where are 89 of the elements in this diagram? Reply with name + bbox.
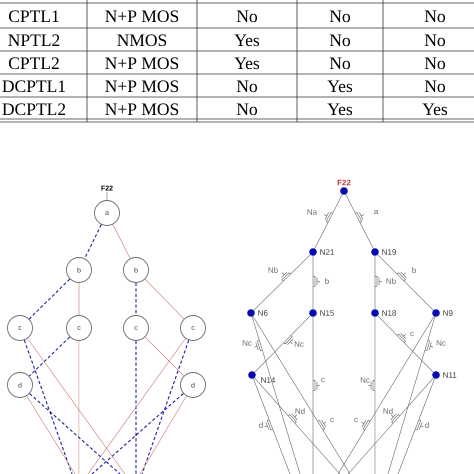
gate-label: Nc bbox=[242, 340, 252, 346]
table-cell: No bbox=[424, 58, 446, 70]
connector-line bbox=[374, 256, 376, 310]
gate-label: c bbox=[409, 331, 415, 337]
node-label: N18 bbox=[382, 310, 396, 316]
table-cell: Yes bbox=[327, 104, 352, 116]
gate-label: c bbox=[320, 377, 326, 383]
table-cell: CPTL1 bbox=[8, 10, 59, 22]
gate-label: b bbox=[411, 266, 417, 274]
connector-line bbox=[28, 278, 70, 320]
connector-line bbox=[140, 396, 187, 474]
table-cell: No bbox=[424, 34, 446, 46]
connector-line bbox=[28, 336, 70, 376]
table-cell: N+P MOS bbox=[105, 10, 178, 22]
node-label: N15 bbox=[320, 310, 334, 316]
table-cell: DCPTL2 bbox=[2, 103, 66, 116]
gate-label: Nc bbox=[294, 340, 304, 348]
connector-line bbox=[338, 316, 434, 474]
node-label: N21 bbox=[320, 249, 334, 255]
connector-line bbox=[106, 191, 108, 200]
connector-line bbox=[24, 340, 73, 474]
connector-line bbox=[112, 224, 130, 259]
connector-line bbox=[252, 316, 350, 474]
connector-line bbox=[378, 254, 434, 310]
gate-label: d bbox=[424, 421, 430, 429]
connector-line bbox=[144, 336, 184, 376]
connector-line bbox=[252, 316, 300, 474]
table-cell: No bbox=[330, 58, 350, 70]
gate-label: Na bbox=[306, 208, 318, 216]
connector-line bbox=[254, 254, 310, 310]
table-cell: Yes bbox=[327, 80, 352, 92]
gate-label: Nc bbox=[436, 340, 446, 346]
connector-line bbox=[312, 316, 314, 474]
table-cell: N+P MOS bbox=[105, 80, 178, 92]
connector-line bbox=[346, 194, 374, 249]
table-cell: DCPTL1 bbox=[2, 80, 66, 92]
connector-line bbox=[88, 338, 186, 474]
gate-label: d bbox=[258, 421, 264, 429]
table-cell: Yes bbox=[234, 58, 260, 70]
connector-line bbox=[314, 194, 342, 249]
connector-line bbox=[26, 396, 76, 474]
connector-line bbox=[92, 393, 184, 474]
connector-line bbox=[141, 340, 190, 474]
gate-label: c bbox=[353, 417, 359, 423]
connector-line bbox=[312, 256, 314, 310]
table-cell: No bbox=[424, 80, 446, 92]
connector-line bbox=[29, 393, 120, 474]
gate-label: Nb bbox=[385, 277, 397, 285]
table-cell: No bbox=[236, 104, 258, 116]
gate-label: Nb bbox=[267, 266, 279, 274]
connector-line bbox=[78, 282, 80, 316]
table-cell: No bbox=[330, 34, 350, 46]
connector-line bbox=[254, 378, 340, 474]
gate-label: Nc bbox=[360, 376, 370, 384]
connector-line bbox=[78, 340, 80, 474]
node-label: N11 bbox=[443, 372, 456, 378]
table-cell: No bbox=[236, 80, 258, 92]
table-cell: NMOS bbox=[117, 34, 166, 46]
gate-label: a bbox=[373, 209, 379, 215]
node-label: N6 bbox=[258, 310, 268, 316]
table-cell: CPTL2 bbox=[8, 57, 59, 70]
connector-line bbox=[135, 282, 137, 316]
gate-label: Nd bbox=[294, 407, 306, 415]
table-cell: No bbox=[424, 10, 446, 22]
table-cell: Yes bbox=[234, 34, 260, 46]
connector-line bbox=[144, 278, 184, 320]
node-label: N19 bbox=[382, 249, 396, 255]
table-cell: Yes bbox=[422, 104, 448, 116]
connector-line bbox=[348, 378, 434, 474]
table-cell: N+P MOS bbox=[105, 103, 178, 116]
gate-label: c bbox=[329, 417, 335, 423]
connector-line bbox=[135, 340, 137, 474]
connector-line bbox=[84, 224, 102, 259]
connector-line bbox=[398, 378, 435, 474]
connector-line bbox=[374, 316, 376, 474]
connector-line bbox=[253, 378, 290, 474]
table-cell: No bbox=[330, 10, 350, 22]
table-cell: No bbox=[236, 10, 258, 22]
connector-line bbox=[254, 316, 310, 372]
table-cell: N+P MOS bbox=[105, 57, 178, 70]
node-label: F22 bbox=[338, 180, 351, 186]
connector-line bbox=[27, 338, 126, 474]
gate-label: b bbox=[324, 277, 330, 285]
connector-line bbox=[378, 316, 434, 372]
node-label: N9 bbox=[443, 310, 453, 316]
table-cell: NPTL2 bbox=[8, 34, 60, 46]
gate-label: Nd bbox=[382, 407, 394, 415]
connector-line bbox=[388, 316, 436, 474]
node-label: N14 bbox=[261, 377, 276, 383]
